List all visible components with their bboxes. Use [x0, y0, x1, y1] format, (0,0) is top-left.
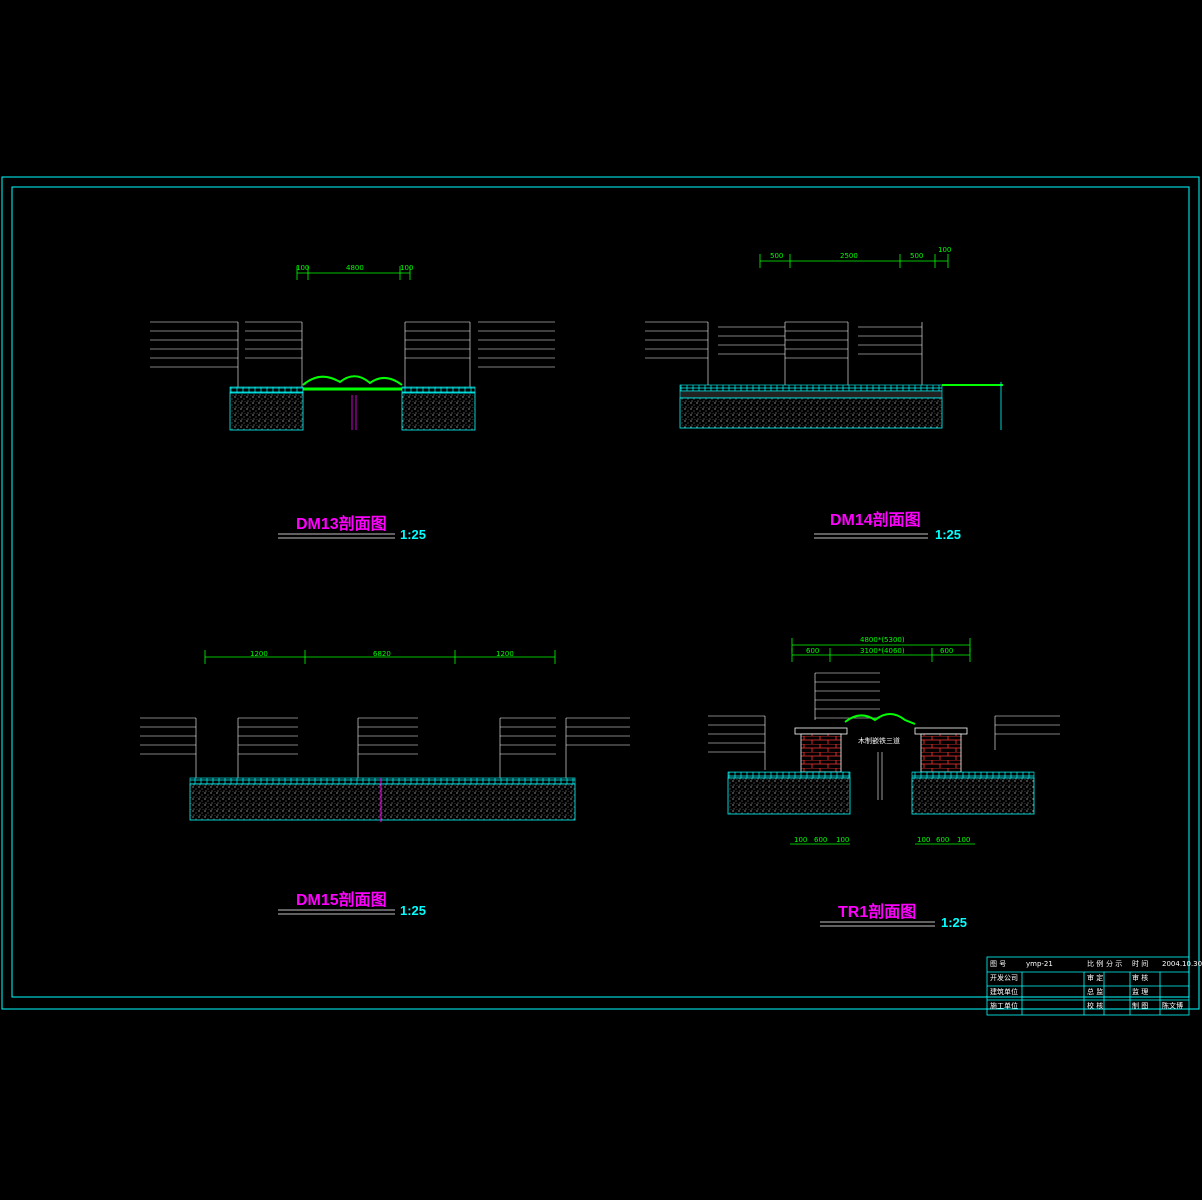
title-block-grid [986, 956, 1190, 1016]
tr1-dim-mid-3: 600 [940, 647, 954, 655]
section-dm14-drawing [645, 254, 1003, 430]
dm14-title: DM14剖面图 [830, 512, 921, 529]
tb-design: 建筑单位 [990, 988, 1018, 996]
tb-construct-c2: 制 图 [1132, 1002, 1149, 1010]
dm14-dim-1: 500 [770, 252, 784, 260]
tr1-dim-bottom-6: 100 [957, 836, 971, 844]
tb-company-c1: 审 定 [1087, 974, 1104, 982]
tb-drawing-no: ymp-21 [1026, 960, 1053, 968]
dm14-dim-4: 100 [938, 246, 952, 254]
tr1-dim-bottom-5: 600 [936, 836, 950, 844]
dm15-dim-2: 6820 [373, 650, 391, 658]
dm15-dim-1: 1200 [250, 650, 268, 658]
tr1-annotation: 木制嵌铁三道 [858, 737, 900, 745]
dm13-scale: 1:25 [400, 527, 427, 542]
tr1-dim-mid-1: 600 [806, 647, 820, 655]
section-tr1-drawing [708, 638, 1060, 845]
inner-frame [11, 186, 1190, 998]
tb-company: 开发公司 [990, 974, 1018, 982]
tr1-dim-bottom-2: 600 [814, 836, 828, 844]
tb-design-c2: 监 理 [1132, 988, 1149, 996]
tr1-scale: 1:25 [941, 915, 968, 930]
dm15-scale: 1:25 [400, 903, 427, 918]
tr1-dim-mid-2: 3100*(4060) [860, 647, 905, 655]
dm13-title: DM13剖面图 [296, 516, 387, 533]
tr1-dim-top: 4800*(5300) [860, 636, 905, 644]
section-dm15-drawing [140, 650, 630, 822]
tb-construct-c1: 校 核 [1087, 1002, 1104, 1010]
tb-company-c2: 审 核 [1132, 974, 1149, 982]
dm14-scale: 1:25 [935, 527, 962, 542]
dm13-dim-right: 100 [400, 264, 414, 272]
tr1-dim-bottom-1: 100 [794, 836, 808, 844]
tr1-dim-bottom-4: 100 [917, 836, 931, 844]
dm14-dim-2: 2500 [840, 252, 858, 260]
tb-r1-c1: 比 例 [1087, 960, 1104, 968]
tr1-title: TR1剖面图 [838, 904, 917, 921]
dm15-title: DM15剖面图 [296, 892, 387, 909]
tb-r1-c2: 分 示 [1106, 960, 1123, 968]
dm15-dim-3: 1200 [496, 650, 514, 658]
tb-construct-c3: 陈文博 [1162, 1002, 1183, 1010]
outer-frame [1, 176, 1200, 1010]
dm13-dim-left: 100 [296, 264, 310, 272]
dm14-dim-3: 500 [910, 252, 924, 260]
tb-construct: 施工单位 [990, 1002, 1018, 1010]
tr1-dim-bottom-3: 100 [836, 836, 850, 844]
tb-design-c1: 总 监 [1087, 988, 1104, 996]
section-dm13-drawing [150, 266, 555, 431]
tb-r1-c4: 2004.10.30 [1162, 960, 1202, 968]
tb-r1-c3: 时 间 [1132, 960, 1149, 968]
tb-drawing-no-label: 图 号 [990, 960, 1007, 968]
dm13-dim-mid: 4800 [346, 264, 364, 272]
